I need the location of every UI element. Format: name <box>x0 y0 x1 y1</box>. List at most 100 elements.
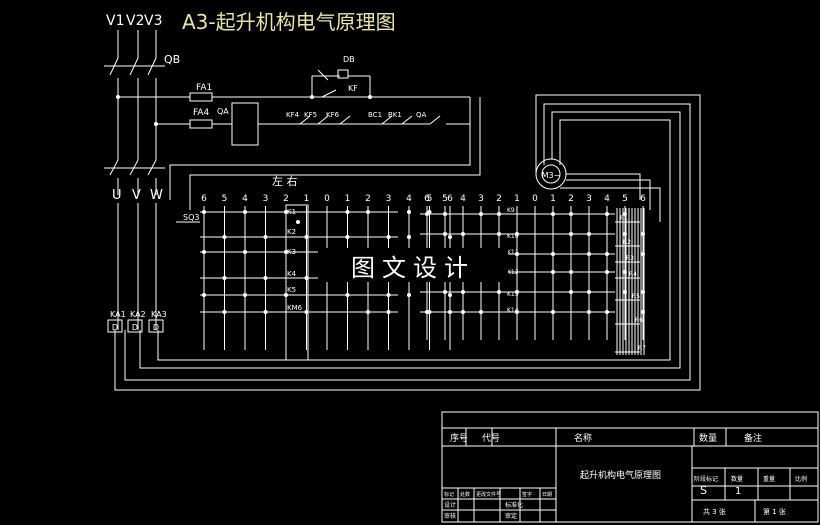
sign-row-label: 标记 <box>444 491 454 498</box>
controller-contact-dot <box>605 270 609 274</box>
controller-contact-dot <box>569 232 573 236</box>
sheet-total: 共 3 张 <box>703 507 726 516</box>
left-step-number: 1 <box>345 194 351 204</box>
controller-contact-dot <box>461 232 465 236</box>
title-block <box>441 411 819 523</box>
controller-contact-dot <box>263 310 268 314</box>
controller-contact-dot <box>623 232 627 236</box>
controller-contact-dot <box>641 252 645 256</box>
chain-contact-label: BC1 <box>368 111 382 119</box>
right-step-number: 1 <box>514 194 520 204</box>
controller-contact-dot <box>551 212 555 216</box>
rotor-lead <box>566 173 641 200</box>
controller-contact-dot <box>641 290 645 294</box>
sign-row-label: 审核 <box>444 512 456 520</box>
db-label: DB <box>343 55 355 64</box>
controller-contact-dot <box>284 250 288 254</box>
left-k-label: K5 <box>287 286 296 294</box>
relay-label: KA1 <box>110 310 126 319</box>
chain-contact <box>401 115 413 125</box>
control-return <box>169 97 471 200</box>
right-step-number: 0 <box>532 194 538 204</box>
controller-contact-dot <box>641 232 645 236</box>
sign-row-label: 处数 <box>460 491 470 498</box>
left-k-box <box>285 204 309 361</box>
right-step-number: 5 <box>622 194 628 204</box>
controller-contact-dot <box>605 252 609 256</box>
chain-contact <box>381 115 393 125</box>
scale-row-label: 重量 <box>763 475 775 483</box>
relay-label: KA3 <box>151 310 167 319</box>
motor-loop <box>139 111 681 369</box>
right-k-label: K11 <box>507 249 519 256</box>
fuse-fa1 <box>189 92 213 102</box>
motor-loop <box>124 103 691 381</box>
right-step-number: 1 <box>550 194 556 204</box>
controller-contact-dot <box>443 212 447 216</box>
controller-contact-dot <box>425 212 429 216</box>
controller-contact-dot <box>345 293 350 297</box>
sign-row-label: 更改文件号 <box>476 491 501 498</box>
left-step-number: 2 <box>365 194 371 204</box>
resistor-label: R3 <box>626 255 634 262</box>
controller-contact-dot <box>515 252 519 256</box>
sign-row-label: 标准化 <box>505 501 523 509</box>
left-step-number: 0 <box>324 194 330 204</box>
left-step-number: 3 <box>386 194 392 204</box>
controller-contact-dot <box>515 232 519 236</box>
controller-contact-dot <box>284 210 288 214</box>
controller-contact-dot <box>497 212 501 216</box>
right-k-label: K14 <box>507 307 519 314</box>
left-step-number: 4 <box>406 194 412 204</box>
left-k-label: K3 <box>287 248 296 256</box>
chain-contact <box>299 115 311 125</box>
chain-contact <box>317 115 329 125</box>
sheet-qty: 1 <box>735 486 741 497</box>
left-step-number: 6 <box>447 194 453 204</box>
left-step-number: 4 <box>242 194 248 204</box>
phase-label-bottom: W <box>150 188 163 203</box>
sign-row-label: 审定 <box>505 512 517 520</box>
controller-contact-dot <box>366 210 370 214</box>
qa-coil-box <box>231 102 259 146</box>
right-step-number: 5 <box>442 194 448 204</box>
right-k-label: K12 <box>507 269 519 276</box>
controller-contact-dot <box>623 290 627 294</box>
controller-contact-dot <box>296 220 300 224</box>
controller-contact-dot <box>551 310 555 314</box>
chain-contact-label: KF5 <box>304 111 317 119</box>
relay-coil-box <box>127 319 143 333</box>
sq-label: SQ3 <box>183 213 199 222</box>
scale-row-label: 比例 <box>795 475 807 483</box>
sheet-letter: S <box>700 484 707 497</box>
resistor-label: R4 <box>629 271 637 278</box>
controller-contact-dot <box>407 293 411 297</box>
title-block-header: 备注 <box>744 432 762 444</box>
left-step-number: 2 <box>283 194 289 204</box>
controller-contact-dot <box>407 235 411 239</box>
controller-contact-dot <box>569 212 573 216</box>
rotor-lead <box>566 179 651 210</box>
kf-label: KF <box>348 84 358 93</box>
controller-contact-dot <box>448 293 452 297</box>
right-step-number: 6 <box>640 194 646 204</box>
controller-contact-dot <box>304 310 309 314</box>
right-step-number: 3 <box>478 194 484 204</box>
controller-contact-dot <box>345 210 350 214</box>
controller-contact-dot <box>569 290 573 294</box>
controller-contact-dot <box>515 310 519 314</box>
controller-contact-dot <box>587 252 591 256</box>
chain-contact <box>429 115 441 125</box>
chain-contact <box>339 115 351 125</box>
phase-label-top: V1 <box>106 13 124 29</box>
controller-contact-dot <box>263 276 268 280</box>
controller-contact-dot <box>243 210 247 214</box>
resistor-label: R1 <box>620 215 628 222</box>
relay-coil-mark: D <box>153 323 159 332</box>
db-button <box>337 69 349 79</box>
right-step-number: 2 <box>568 194 574 204</box>
controller-contact-dot <box>497 232 501 236</box>
controller-contact-dot <box>386 310 391 314</box>
title-block-frame <box>441 411 819 523</box>
